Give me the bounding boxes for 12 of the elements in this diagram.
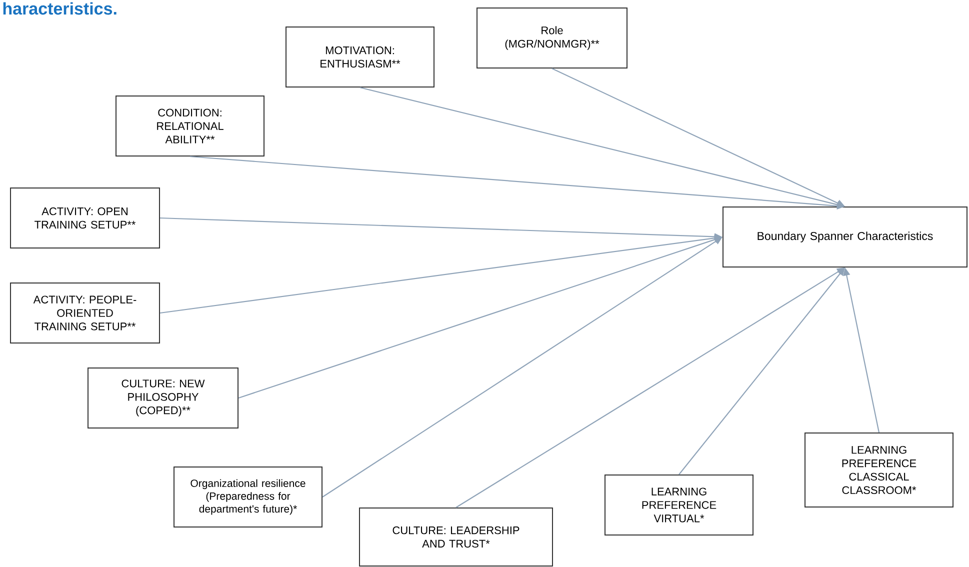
text-box: MOTIVATION: ENTHUSIASM**	[286, 26, 434, 88]
text-box: Organizational resilience (Preparedness for department's future)*	[174, 466, 322, 528]
text-box: CONDITION: RELATIONAL ABILITY**	[116, 96, 264, 156]
text-box: CULTURE: NEW PHILOSOPHY (COPED)**	[88, 368, 238, 428]
text-box: LEARNING PREFERENCE CLASSICAL CLASSROOM*	[804, 432, 954, 508]
text-box: Role (MGR/NONMGR)**	[476, 8, 628, 68]
text-box: ACTIVITY: PEOPLE-ORIENTED TRAINING SETUP**	[10, 282, 160, 344]
text-box: ACTIVITY: OPEN TRAINING SETUP**	[10, 188, 160, 248]
heading: haracteristics.	[3, 2, 116, 15]
text-box: Boundary Spanner Characteristics	[722, 206, 968, 268]
text-box: CULTURE: LEADERSHIP AND TRUST*	[359, 508, 553, 566]
text-box: LEARNING PREFERENCE VIRTUAL*	[604, 474, 754, 536]
